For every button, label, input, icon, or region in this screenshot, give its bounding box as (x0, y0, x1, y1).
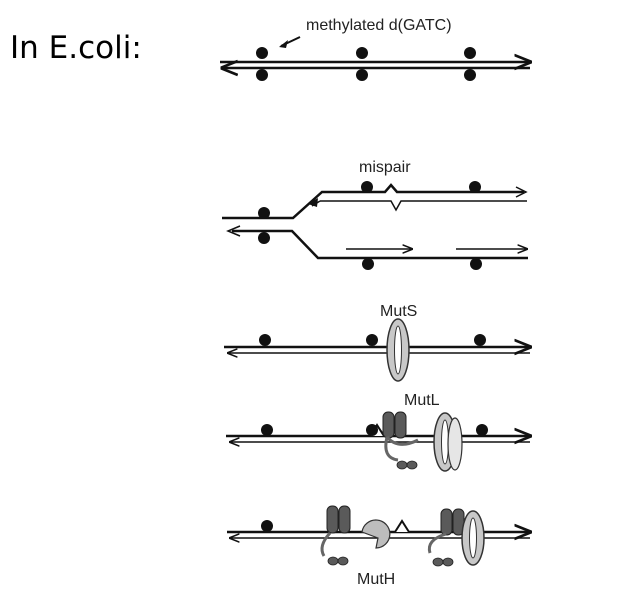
panel-muth-incision: MutH (227, 505, 530, 588)
methyl-dot (361, 181, 373, 193)
methyl-dot (356, 69, 368, 81)
methyl-dot (256, 69, 268, 81)
label-pointer-arrowhead (279, 40, 288, 48)
methyl-dot (258, 232, 270, 244)
methyl-dot (362, 258, 374, 270)
panel-replication-fork: mispair (222, 159, 528, 270)
panel-mutl-recruitment: MutL (226, 392, 530, 472)
mutl-dimer (427, 508, 465, 567)
parental-strand-upper (222, 183, 524, 220)
mispair-label: mispair (359, 159, 411, 176)
nascent-strand-upper (320, 200, 527, 212)
mutl-dimer (382, 411, 419, 470)
methyl-dot (356, 47, 368, 59)
methyl-dot (261, 424, 273, 436)
methyl-dot (464, 69, 476, 81)
mutl-label: MutL (404, 392, 440, 409)
methylation-label: methylated d(GATC) (306, 17, 452, 34)
muts-clamp (386, 318, 410, 382)
muts-clamp (433, 412, 463, 472)
methyl-dot (259, 334, 271, 346)
muts-label: MutS (380, 303, 417, 320)
mutl-dimer (320, 505, 351, 566)
methyl-dot (469, 181, 481, 193)
muth-label: MutH (357, 571, 395, 588)
panel-methylated-dna: methylated d(GATC) (220, 17, 530, 81)
muth-protein (361, 519, 391, 549)
parental-strand-lower (232, 229, 528, 260)
methyl-dot (464, 47, 476, 59)
methyl-dot (476, 424, 488, 436)
methyl-dot (366, 334, 378, 346)
methyl-dot (256, 47, 268, 59)
methyl-dot (261, 520, 273, 532)
methyl-dot (470, 258, 482, 270)
muts-clamp (461, 510, 485, 566)
page-heading: In E.coli: (10, 30, 142, 66)
mispair-bump (394, 519, 410, 533)
methyl-dot (366, 424, 378, 436)
methyl-dot (474, 334, 486, 346)
methyl-dot (258, 207, 270, 219)
panel-muts-binding: MutS (224, 303, 530, 382)
